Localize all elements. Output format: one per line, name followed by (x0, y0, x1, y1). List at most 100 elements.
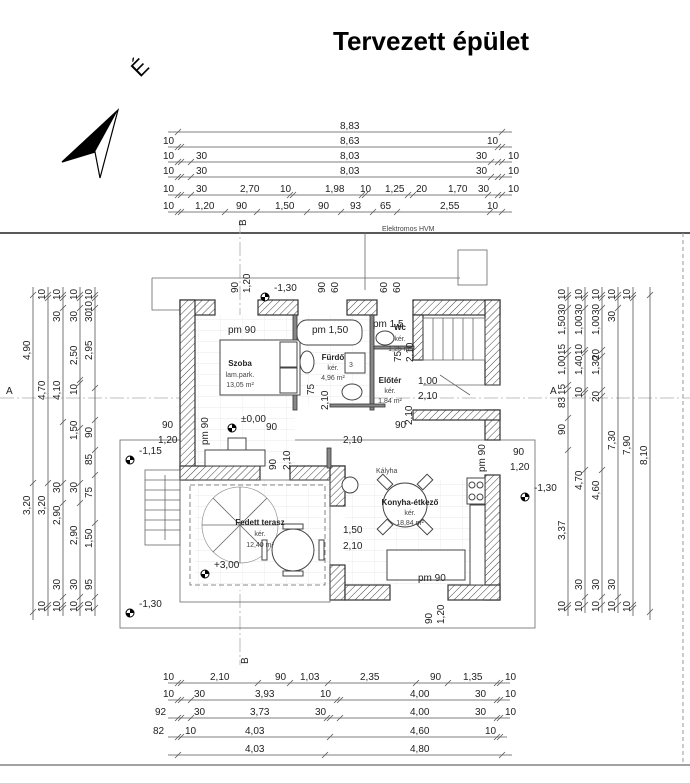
dimension-label: 10 (557, 600, 568, 612)
dimension-tick (369, 208, 377, 216)
dimension-tick (336, 696, 344, 704)
dimension-label: 10 (607, 600, 618, 612)
dimension-label: 2,10 (210, 672, 230, 683)
dimension-label: 2,90 (52, 505, 63, 525)
dimension-label: 2,70 (240, 184, 260, 195)
dimension-tick (393, 208, 401, 216)
dimension-label: 4,70 (37, 380, 48, 400)
dimension-tick (496, 679, 504, 687)
dimension-label: 1,50 (84, 528, 95, 548)
level-marker: -1,30 (125, 599, 162, 618)
dimension-tick (494, 173, 502, 181)
terrace-table (261, 523, 325, 577)
room-label-terasz: Fedett terasz kér. 12,40 m² (235, 518, 284, 549)
svg-text:1,84 m²: 1,84 m² (378, 398, 402, 405)
dimension-label: 2,50 (69, 345, 80, 365)
dimension-tick (174, 696, 182, 704)
dimension-tick (564, 381, 572, 389)
dimension-label: 30 (69, 310, 80, 322)
dimension-label: 20 (416, 184, 428, 195)
dimension-label: 1,40 (574, 355, 585, 375)
dimension-label: 30 (315, 707, 327, 718)
dining-table (376, 473, 434, 536)
shower (344, 352, 366, 374)
dimension-label: 10 (574, 343, 585, 355)
dimension-label: 30 (196, 184, 208, 195)
dimension-tick (496, 733, 504, 741)
dimension-tick (59, 593, 67, 601)
dimension-label: 1,00 (591, 315, 602, 335)
dimension-label: 90 (84, 426, 95, 438)
dimension-tick (494, 158, 502, 166)
dimension-label: 10 (84, 300, 95, 312)
dimension-label: 30 (476, 151, 488, 162)
dimension-tick (44, 294, 52, 302)
svg-text:4,96 m²: 4,96 m² (321, 375, 345, 382)
opening-dimension-label: 1,20 (436, 604, 447, 624)
dimension-tick (91, 446, 99, 454)
dimension-tick (177, 191, 185, 199)
dimension-tick (409, 191, 417, 199)
dimension-tick (44, 479, 52, 487)
opening-dimension-label: 90 (268, 458, 279, 470)
opening-dimension-label: 3 (349, 362, 353, 369)
opening-dimension-label: 2,10 (343, 435, 363, 446)
dimension-tick (177, 143, 185, 151)
dimension-tick (494, 191, 502, 199)
opening-dimension-label: 90 (162, 420, 174, 431)
dimension-tick (59, 418, 67, 426)
level-marker: ±0,00 (227, 414, 266, 433)
dimension-tick (29, 608, 37, 616)
dimension-label: 30 (69, 481, 80, 493)
dimension-tick (174, 143, 182, 151)
room-label-eloter: Előtér kér. 1,84 m² (378, 376, 402, 405)
dimension-label: 30 (196, 151, 208, 162)
dimension-label: 30 (557, 303, 568, 315)
left_dims-column: 4,903,20 (22, 287, 37, 620)
svg-text:Szoba: Szoba (228, 359, 252, 368)
dimension-label: 10 (591, 288, 602, 300)
dimension-label: 30 (52, 481, 63, 493)
dimension-tick (76, 604, 84, 612)
dimension-label: 4,80 (410, 744, 430, 755)
dimension-label: 3,20 (37, 495, 48, 515)
dimension-label: 8,10 (639, 445, 650, 465)
parapet-label: pm 90 (477, 444, 488, 472)
dimension-tick (76, 294, 84, 302)
dimension-label: 4,00 (410, 689, 430, 700)
dimension-label: 10 (37, 600, 48, 612)
dimension-label: 1,50 (275, 201, 295, 212)
dimension-label: 1,98 (325, 184, 345, 195)
dimension-label: 2,95 (84, 340, 95, 360)
svg-text:18,84 m²: 18,84 m² (396, 520, 424, 527)
dimension-tick (44, 604, 52, 612)
dimension-label: 10 (591, 600, 602, 612)
dimension-tick (581, 386, 589, 394)
dimension-label: 10 (622, 600, 633, 612)
dimension-tick (303, 208, 311, 216)
dimension-tick (76, 376, 84, 384)
dimension-tick (76, 479, 84, 487)
dimension-tick (564, 414, 572, 422)
dimension-label: 10 (163, 672, 175, 683)
eave-outline (151, 277, 460, 311)
opening-dimension-label: 60 (379, 281, 390, 293)
dimension-tick (91, 471, 99, 479)
dimension-label: 30 (52, 310, 63, 322)
opening-dimension-label: 2,10 (343, 541, 363, 552)
dimension-label: 4,03 (245, 744, 265, 755)
dimension-label: 10 (163, 201, 175, 212)
dimension-label: 1,03 (300, 672, 320, 683)
opening-dimension-label: 90 (424, 612, 435, 624)
dimension-tick (177, 208, 185, 216)
dimension-tick (177, 696, 185, 704)
dimension-label: 65 (380, 201, 392, 212)
dimension-tick (598, 352, 606, 360)
dimension-label: 10 (52, 288, 63, 300)
kalyha-label: Kályha (376, 468, 398, 475)
dimension-label: 30 (69, 578, 80, 590)
dimension-label: 4,03 (245, 726, 265, 737)
